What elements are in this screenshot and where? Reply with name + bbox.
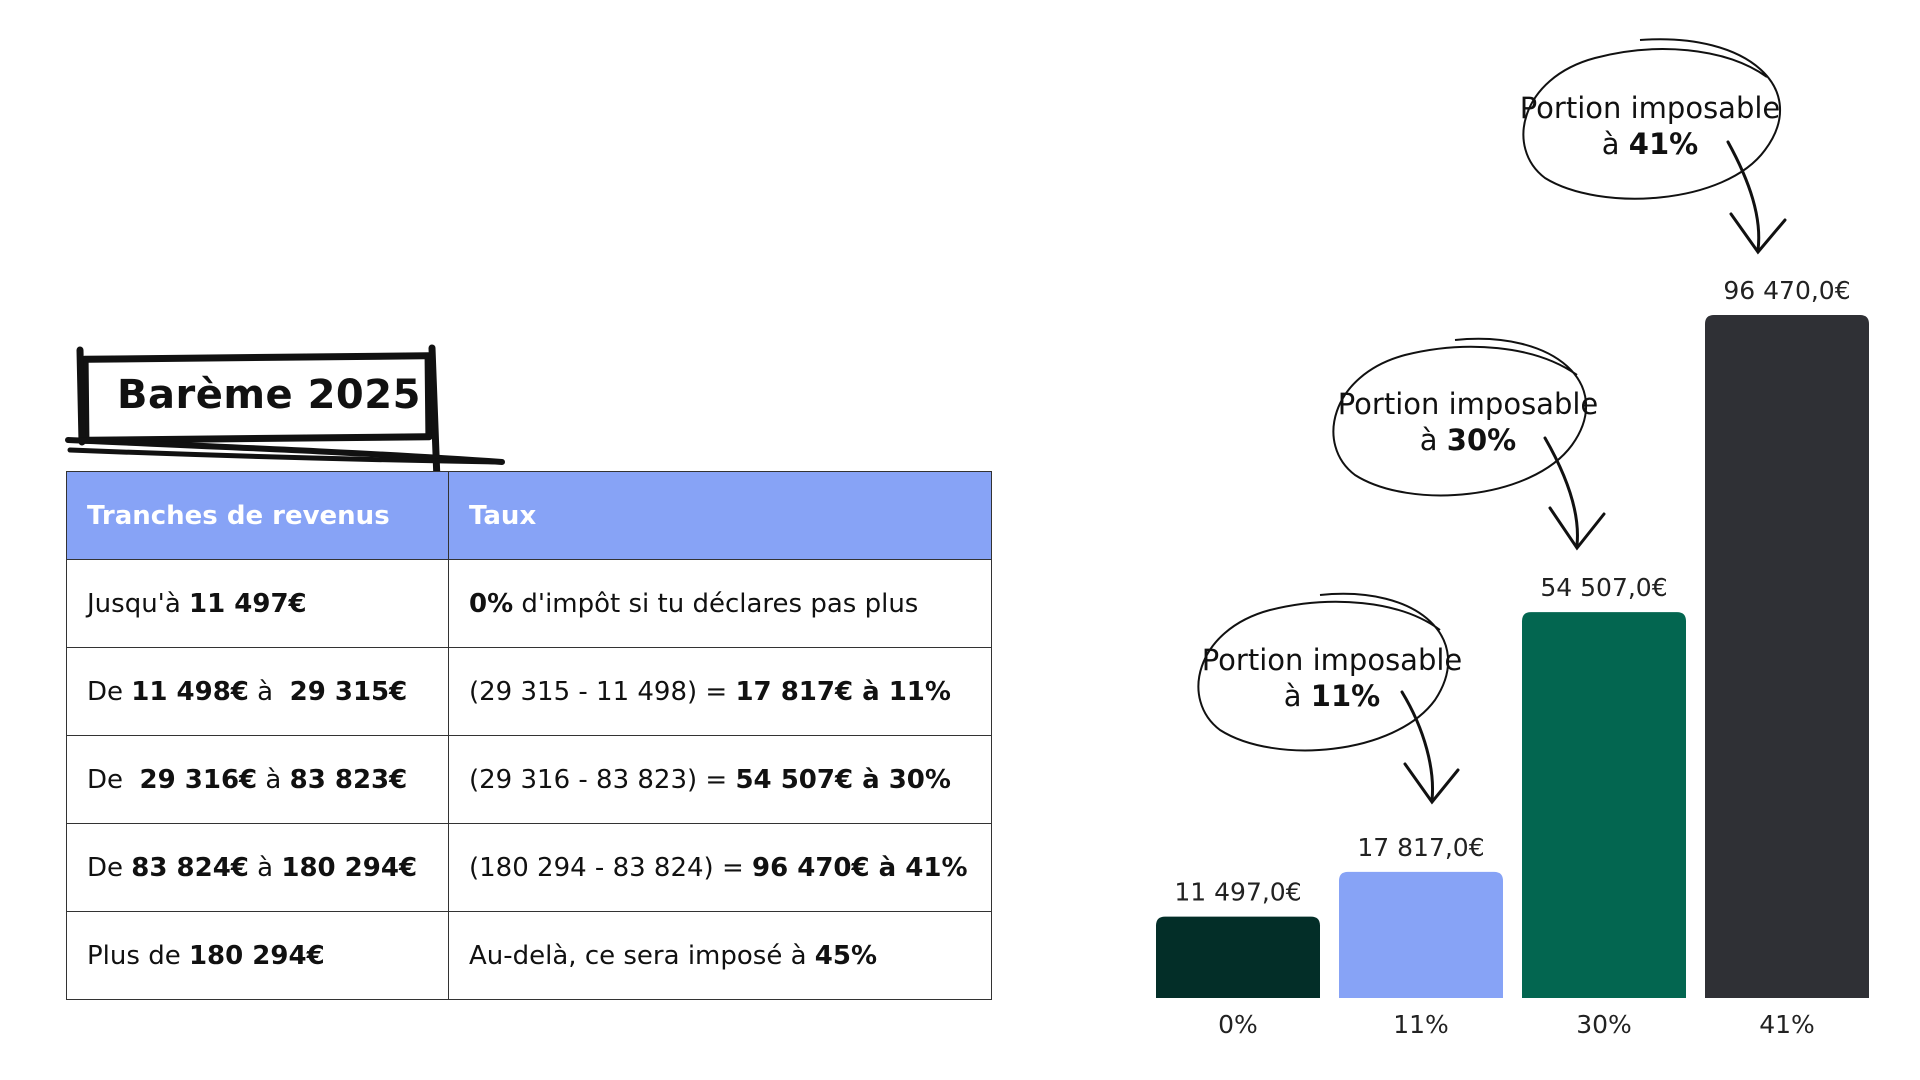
cell-value-bold: 45% (814, 940, 878, 971)
cell-value-bold: 83 824€ (131, 852, 249, 883)
cell-value-bold: 54 507€ à 30% (735, 764, 951, 795)
table-row: De 83 824€ à 180 294€(180 294 - 83 824) … (66, 823, 992, 912)
data-label-0: 11 497,0€ (1174, 878, 1301, 907)
annotation-11: Portion imposable à 11% (1192, 642, 1472, 714)
cell-value-bold: 29 315€ (289, 676, 408, 707)
cell-text: Jusqu'à (87, 588, 190, 619)
annotation-prefix: à (1601, 127, 1629, 161)
cell-tranche: De 11 498€ à 29 315€ (66, 647, 449, 736)
cell-value-bold: 0% (469, 588, 514, 619)
cell-value-bold: 83 823€ (289, 764, 408, 795)
annotation-prefix: à (1419, 423, 1447, 457)
data-label-3: 96 470,0€ (1723, 276, 1850, 305)
tax-bracket-table: Tranches de revenus Taux Jusqu'à 11 497€… (66, 471, 992, 1000)
cell-taux: 0% d'impôt si tu déclares pas plus (448, 559, 992, 648)
table-body: Jusqu'à 11 497€0% d'impôt si tu déclares… (66, 559, 992, 1000)
cell-value-bold: 180 294€ (281, 852, 418, 883)
cell-value-bold: 180 294€ (188, 940, 325, 971)
cell-value-bold: 29 316€ (139, 764, 258, 795)
cell-taux: (29 316 - 83 823) = 54 507€ à 30% (448, 735, 992, 824)
bar-2 (1522, 612, 1686, 998)
cell-tranche: De 29 316€ à 83 823€ (66, 735, 449, 824)
cell-text: d'impôt si tu déclares pas plus (513, 588, 919, 619)
x-tick-label-0: 0% (1218, 1010, 1258, 1039)
bar-3 (1705, 315, 1869, 998)
x-tick-label-2: 30% (1576, 1010, 1632, 1039)
table-row: De 11 498€ à 29 315€(29 315 - 11 498) = … (66, 647, 992, 736)
cell-text: à (257, 764, 290, 795)
cell-text: (29 316 - 83 823) = (469, 764, 736, 795)
annotation-rate: 41% (1628, 127, 1699, 161)
annotation-rate-line: à 41% (1510, 126, 1790, 162)
annotation-rate: 30% (1446, 423, 1517, 457)
column-header-taux: Taux (448, 471, 992, 560)
annotation-rate-line: à 30% (1328, 422, 1608, 458)
cell-text: (29 315 - 11 498) = (469, 676, 736, 707)
cell-text: De (87, 676, 132, 707)
annotation-label: Portion imposable (1337, 387, 1599, 421)
bar-0 (1156, 916, 1320, 998)
cell-text: à (248, 852, 282, 883)
cell-text: De (87, 852, 132, 883)
annotation-rate: 11% (1310, 679, 1381, 713)
table-row: Plus de 180 294€Au-delà, ce sera imposé … (66, 911, 992, 1000)
cell-value-bold: 11 498€ (131, 676, 249, 707)
data-label-1: 17 817,0€ (1357, 833, 1484, 862)
table-row: Jusqu'à 11 497€0% d'impôt si tu déclares… (66, 559, 992, 648)
annotation-label: Portion imposable (1201, 643, 1463, 677)
cell-tranche: De 83 824€ à 180 294€ (66, 823, 449, 912)
cell-taux: Au-delà, ce sera imposé à 45% (448, 911, 992, 1000)
cell-taux: (29 315 - 11 498) = 17 817€ à 11% (448, 647, 992, 736)
bar-1 (1339, 871, 1503, 998)
cell-tranche: Plus de 180 294€ (66, 911, 449, 1000)
annotation-rate-line: à 11% (1192, 678, 1472, 714)
x-tick-label-1: 11% (1393, 1010, 1449, 1039)
column-header-tranches: Tranches de revenus (66, 471, 449, 560)
annotation-41: Portion imposable à 41% (1510, 90, 1790, 162)
annotation-label: Portion imposable (1519, 91, 1781, 125)
annotation-prefix: à (1283, 679, 1311, 713)
cell-value-bold: 17 817€ à 11% (735, 676, 951, 707)
cell-text: De (87, 764, 140, 795)
x-tick-label-3: 41% (1759, 1010, 1815, 1039)
cell-text: (180 294 - 83 824) = (469, 852, 753, 883)
page-title: Barème 2025 (117, 372, 421, 418)
cell-tranche: Jusqu'à 11 497€ (66, 559, 449, 648)
cell-text: à (248, 676, 290, 707)
table-header-row: Tranches de revenus Taux (66, 471, 992, 560)
cell-taux: (180 294 - 83 824) = 96 470€ à 41% (448, 823, 992, 912)
annotation-30: Portion imposable à 30% (1328, 386, 1608, 458)
cell-value-bold: 11 497€ (189, 588, 307, 619)
cell-value-bold: 96 470€ à 41% (752, 852, 968, 883)
cell-text: Plus de (87, 940, 189, 971)
table-row: De 29 316€ à 83 823€(29 316 - 83 823) = … (66, 735, 992, 824)
cell-text: Au-delà, ce sera imposé à (469, 940, 815, 971)
data-label-2: 54 507,0€ (1540, 573, 1667, 602)
